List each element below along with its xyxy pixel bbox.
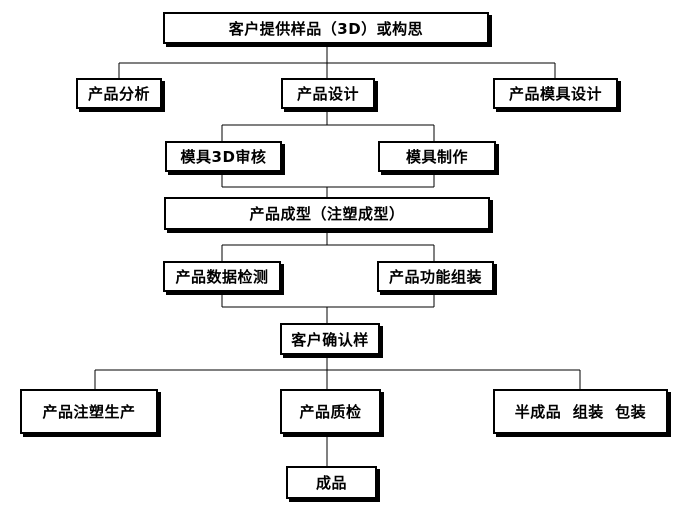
node-mold-design: 产品模具设计 <box>493 78 618 109</box>
node-data-check: 产品数据检测 <box>163 261 281 292</box>
node-mold-3d-review: 模具3D审核 <box>165 141 282 172</box>
node-injection-production: 产品注塑生产 <box>20 389 158 434</box>
node-finished-product: 成品 <box>286 466 377 499</box>
node-semi-assembly-packaging: 半成品 组装 包装 <box>493 389 668 434</box>
node-product-molding: 产品成型（注塑成型） <box>164 197 490 230</box>
node-product-analysis: 产品分析 <box>76 78 162 109</box>
node-mold-making: 模具制作 <box>378 141 496 172</box>
node-customer-confirm: 客户确认样 <box>280 323 380 355</box>
node-quality-check: 产品质检 <box>280 389 381 434</box>
node-root: 客户提供样品（3D）或构思 <box>163 12 489 44</box>
node-product-design: 产品设计 <box>281 78 375 109</box>
node-function-assembly: 产品功能组装 <box>377 261 494 292</box>
